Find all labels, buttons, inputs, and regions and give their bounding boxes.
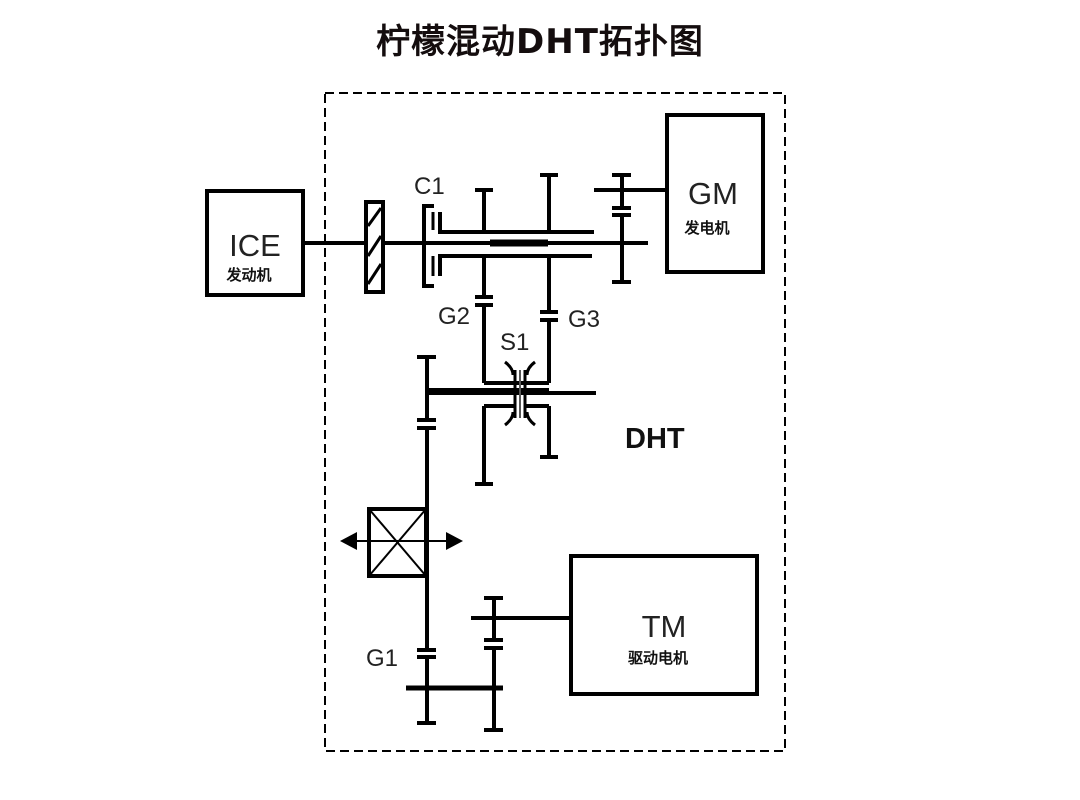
c1-label: C1 xyxy=(414,173,445,200)
gear-g1: G1 xyxy=(366,645,436,725)
left-axle-arrow-icon xyxy=(340,532,357,550)
g3-label: G3 xyxy=(568,306,600,333)
g2-label: G2 xyxy=(438,303,470,330)
output-gear-shaft xyxy=(417,355,436,650)
gm-generator: GM 发电机 xyxy=(665,113,765,274)
gm-sublabel: 发电机 xyxy=(683,219,729,237)
dht-label: DHT xyxy=(625,423,685,455)
tm-sublabel: 驱动电机 xyxy=(628,649,688,667)
ice-sublabel: 发动机 xyxy=(225,266,271,284)
gm-label: GM xyxy=(688,176,738,211)
tm-label: TM xyxy=(642,609,687,644)
ice-engine: ICE 发动机 xyxy=(205,189,305,297)
g1-label: G1 xyxy=(366,645,398,672)
clutch-c1: C1 xyxy=(414,173,594,288)
dht-boundary xyxy=(324,92,786,752)
synchronizer-s1: S1 xyxy=(500,329,536,427)
torsional-damper xyxy=(364,200,385,294)
tm-box xyxy=(569,554,759,696)
differential xyxy=(340,507,463,578)
gear-g3: G3 xyxy=(540,173,600,383)
gm-gear-mesh xyxy=(594,173,667,284)
gear-g2: G2 xyxy=(438,188,493,383)
intermediate-shaft xyxy=(427,381,596,486)
diagram-title: 柠檬混动DHT拓扑图 xyxy=(376,22,704,62)
s1-label: S1 xyxy=(500,329,529,356)
right-axle-arrow-icon xyxy=(446,532,463,550)
ice-box xyxy=(205,189,305,297)
tm-drive-motor: TM 驱动电机 xyxy=(569,554,759,696)
tm-gear-mesh xyxy=(406,596,571,732)
gm-box xyxy=(665,113,765,274)
ice-label: ICE xyxy=(229,228,281,263)
